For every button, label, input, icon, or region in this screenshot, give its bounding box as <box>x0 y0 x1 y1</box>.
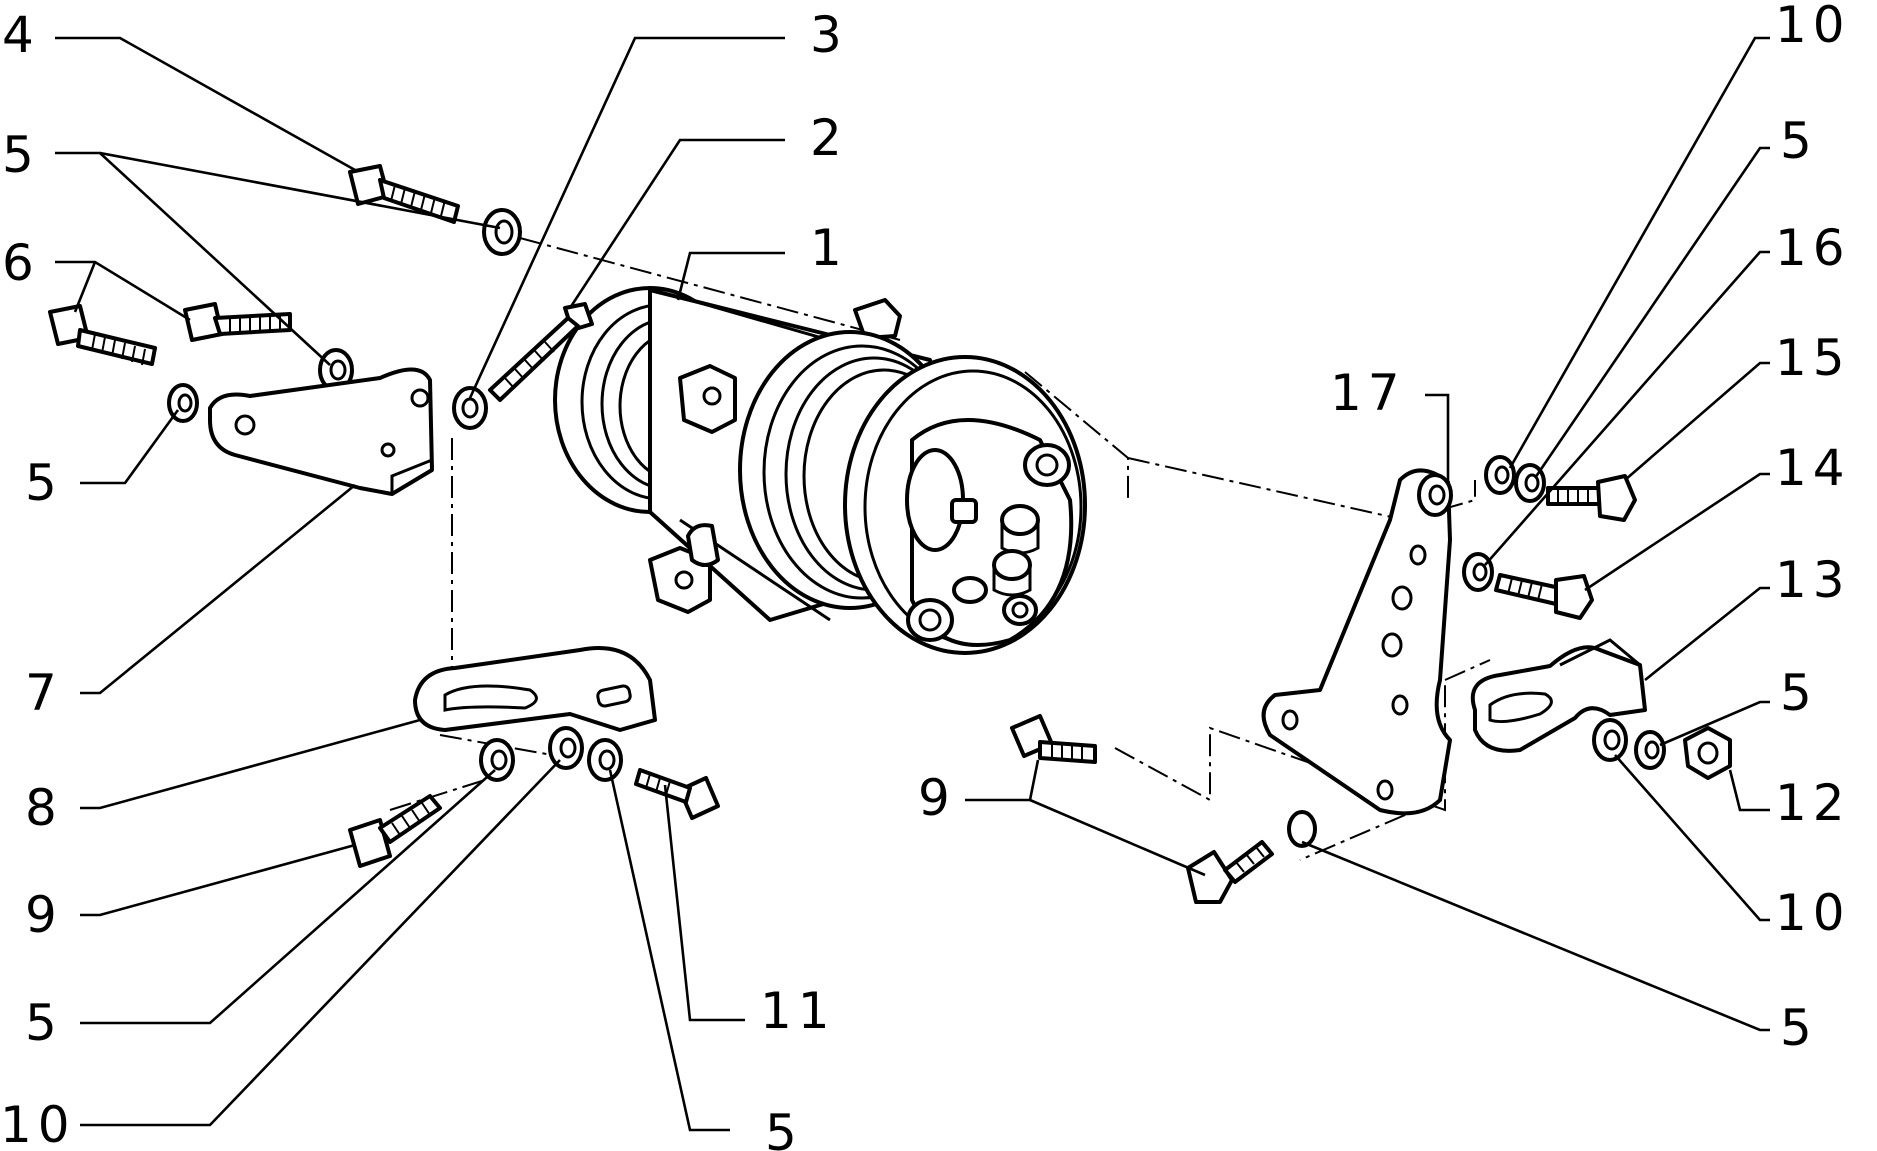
label-5-b: 5 <box>25 454 63 512</box>
label-10-right-bottom: 10 <box>1775 884 1851 942</box>
label-7: 7 <box>25 664 63 722</box>
label-5-d: 5 <box>765 1104 803 1151</box>
washer-10-right-top <box>1484 455 1516 495</box>
label-5-c: 5 <box>25 994 63 1052</box>
bolt-11 <box>634 768 720 820</box>
compressor <box>553 286 1087 655</box>
label-9-right: 9 <box>918 769 956 827</box>
label-6: 6 <box>2 234 40 292</box>
washer-5-bottom-b <box>587 738 623 782</box>
label-4: 4 <box>2 6 40 64</box>
label-3: 3 <box>810 6 848 64</box>
bracket-13 <box>1470 638 1647 753</box>
label-10-left: 10 <box>0 1096 76 1151</box>
washer-16 <box>1462 552 1494 592</box>
bolt-9-left <box>348 794 442 868</box>
washer-10-left <box>548 726 584 770</box>
bracket-7 <box>208 367 434 496</box>
washer-5-top <box>482 208 522 256</box>
washer-10-right-bottom <box>1592 718 1628 762</box>
bolt-14 <box>1494 573 1594 620</box>
bolt-4 <box>348 164 460 224</box>
bolt-9-right-upper <box>1010 714 1097 764</box>
label-5-a: 5 <box>2 126 40 184</box>
nut-12 <box>1683 726 1732 780</box>
washer-5-right-lower <box>1287 810 1317 848</box>
bolt-6-upper <box>183 302 292 342</box>
label-17: 17 <box>1330 364 1406 422</box>
label-11: 11 <box>760 982 836 1040</box>
label-1: 1 <box>810 219 848 277</box>
label-5-g: 5 <box>1780 999 1818 1057</box>
label-12: 12 <box>1775 774 1851 832</box>
washer-5-right-bottom <box>1634 730 1666 770</box>
label-5-e: 5 <box>1780 112 1818 170</box>
label-9-left: 9 <box>25 886 63 944</box>
nut-3 <box>452 386 488 430</box>
label-13: 13 <box>1775 551 1851 609</box>
label-5-f: 5 <box>1780 664 1818 722</box>
label-14: 14 <box>1775 439 1851 497</box>
label-2: 2 <box>810 109 848 167</box>
label-8: 8 <box>25 779 63 837</box>
label-16: 16 <box>1775 219 1851 277</box>
leader-lines <box>55 36 1770 1132</box>
washer-5-bottom-a <box>479 738 515 782</box>
bolt-9-right-lower <box>1186 840 1274 904</box>
label-10-right-top: 10 <box>1775 0 1851 54</box>
bolt-15 <box>1546 474 1637 522</box>
bracket-17 <box>1261 468 1453 816</box>
label-15: 15 <box>1775 329 1851 387</box>
bolt-6-lower <box>48 304 157 366</box>
bracket-8 <box>413 646 657 732</box>
stud-2 <box>488 302 594 402</box>
